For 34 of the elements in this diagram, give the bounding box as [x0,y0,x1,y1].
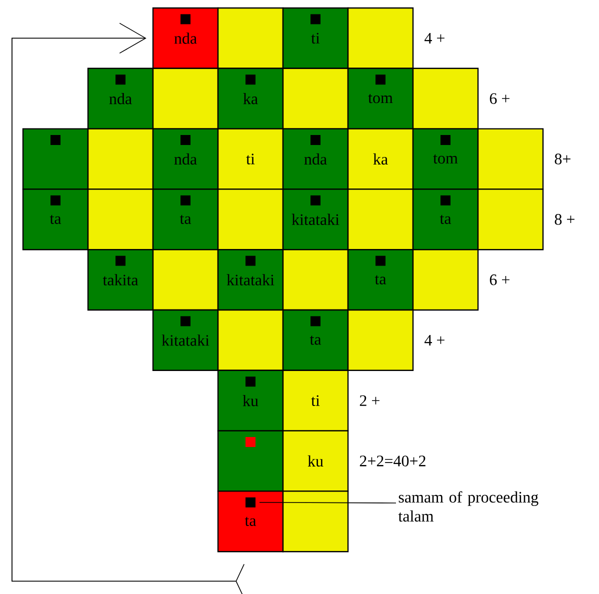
cell: ku [217,370,284,432]
cell: ta [217,490,284,552]
count-label: 8 + [554,214,574,225]
cell: nda [152,128,219,190]
cell: ka [217,68,284,130]
cell: ta [282,309,349,371]
count-label: 6 + [490,274,510,286]
count-label: 2 + [360,395,380,406]
cell: takita [87,249,154,311]
note-text: samam of proceeding talam [398,491,538,522]
cell: ta [347,249,414,311]
count-label: 4 + [424,334,444,346]
cell: ti [282,370,349,432]
count-label: 6 + [490,93,510,104]
cell: tom [412,128,479,190]
cell: ti [282,7,349,69]
cell: ku [282,430,349,492]
cell: ta [22,188,89,250]
count-label: 4 + [424,32,444,44]
cell: ti [217,128,284,190]
cell: ka [347,128,414,190]
cell: tom [347,68,414,130]
cell: kitataki [217,249,284,311]
cell: nda [87,68,154,130]
leader-line [259,502,396,504]
cell: nda [282,128,349,190]
loop-arrow [12,22,244,594]
cell: ta [412,188,479,250]
cell: kitataki [282,188,349,250]
cell: nda [152,7,219,69]
count-label: 2+2=40+2 [360,456,426,466]
cell: ta [152,188,219,250]
count-label: 8+ [554,154,570,164]
cell: kitataki [152,309,219,371]
